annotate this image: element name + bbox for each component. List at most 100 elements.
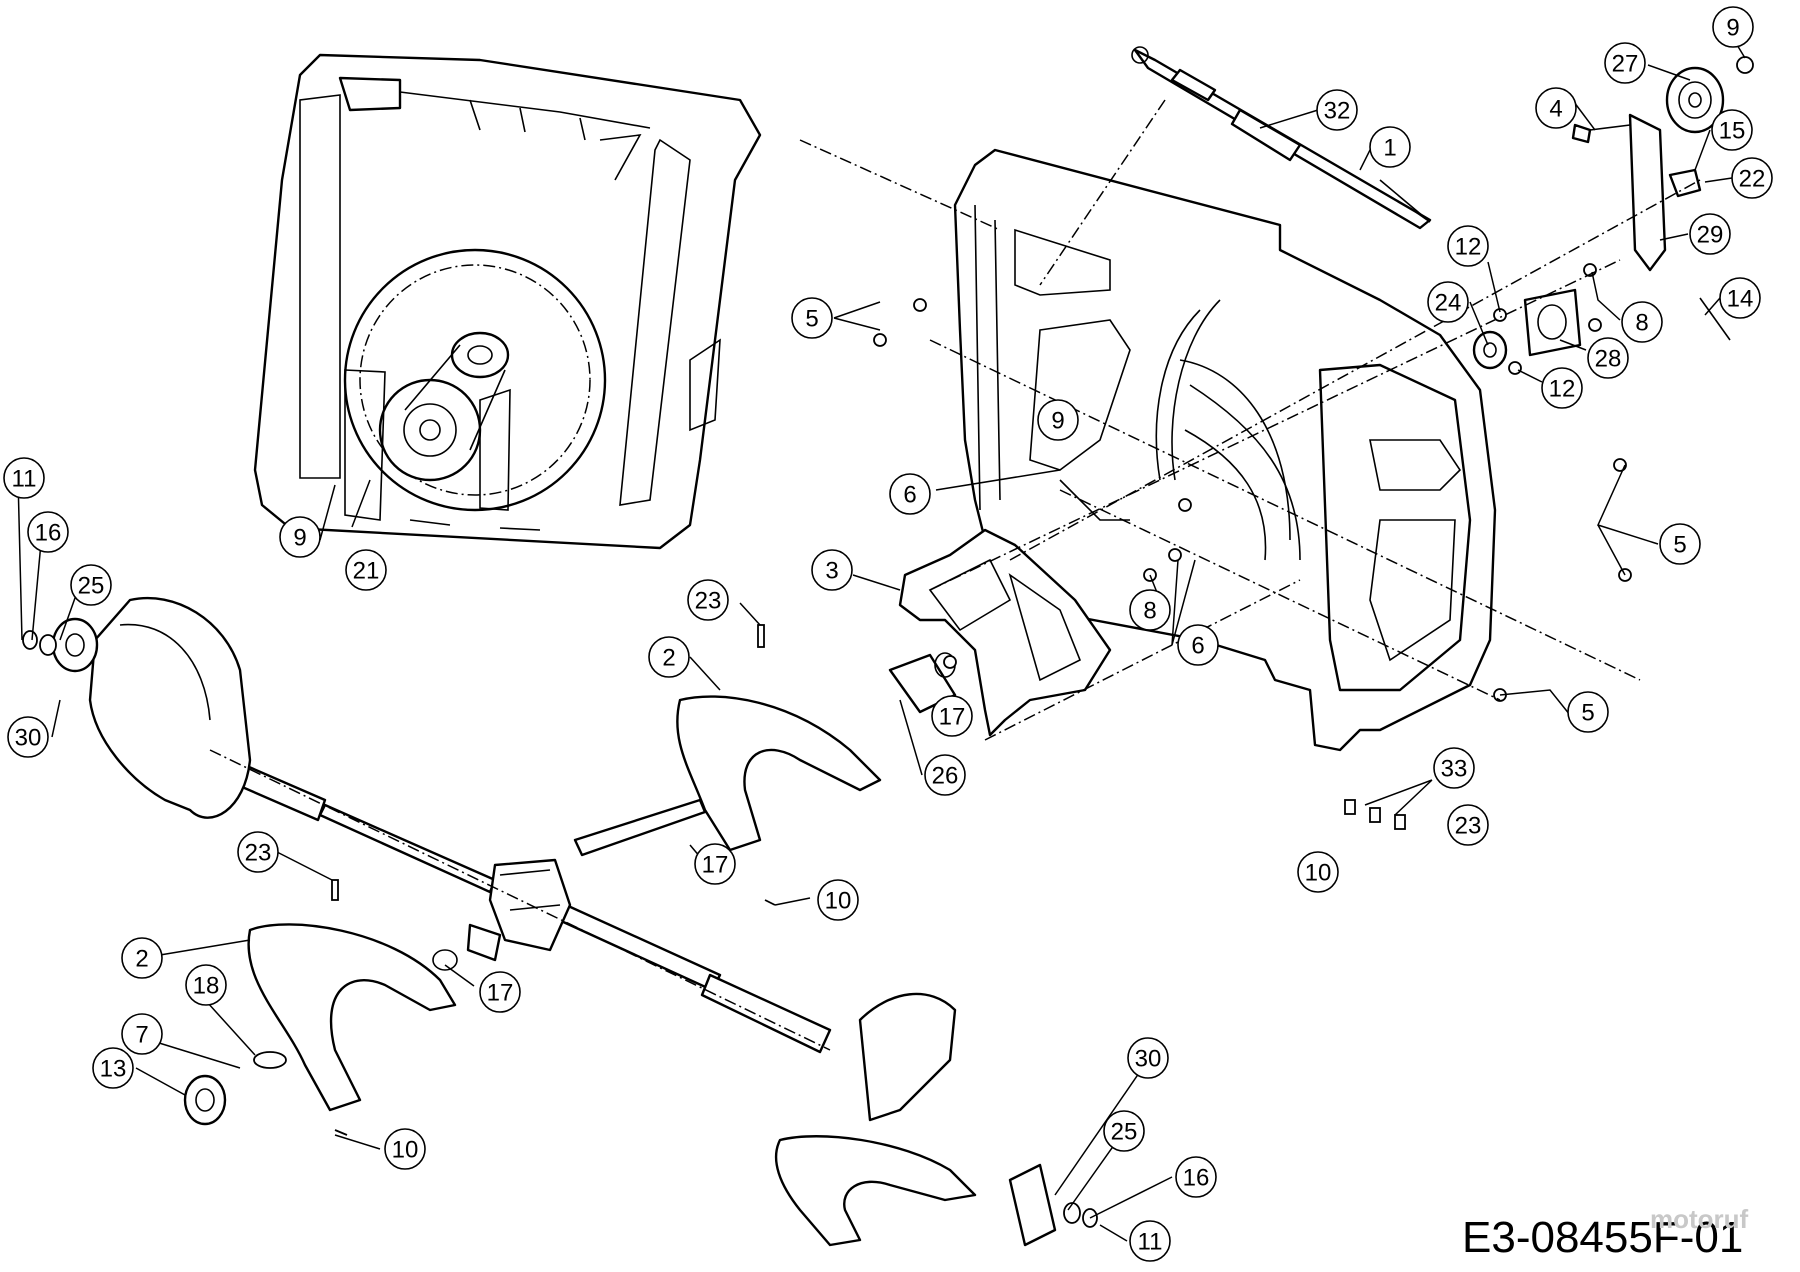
callout-c12b: 12: [1541, 367, 1583, 409]
callout-c3: 3: [811, 549, 853, 591]
callout-number: 14: [1727, 286, 1754, 313]
callout-circle: [1297, 851, 1339, 893]
callout-c25b: 25: [1103, 1110, 1145, 1152]
callout-number: 5: [1581, 700, 1594, 727]
callout-circle: [1127, 1037, 1169, 1079]
callout-number: 25: [78, 573, 105, 600]
pulley-bracket: [1472, 56, 1754, 375]
callout-circle: [185, 964, 227, 1006]
callout-c23b: 23: [237, 831, 279, 873]
callout-number: 12: [1549, 376, 1576, 403]
callout-circle: [345, 549, 387, 591]
callout-circle: [7, 716, 49, 758]
callout-circle: [1037, 399, 1079, 441]
centerlines: [209, 99, 1701, 1051]
callout-circle: [1621, 301, 1663, 343]
callout-circle: [3, 457, 45, 499]
callout-circle: [1712, 6, 1754, 48]
callout-c8a: 8: [1621, 301, 1663, 343]
impeller-assembly: [888, 528, 1112, 737]
callout-number: 6: [1191, 633, 1204, 660]
callout-number: 3: [825, 558, 838, 585]
callout-c29: 29: [1689, 213, 1731, 255]
callout-number: 16: [1183, 1165, 1210, 1192]
callout-c2b: 2: [121, 937, 163, 979]
callout-number: 17: [487, 980, 514, 1007]
callout-number: 11: [1138, 1229, 1163, 1256]
rear-housing-assembly: [253, 53, 762, 550]
callout-number: 23: [1455, 813, 1482, 840]
callout-circle: [1129, 589, 1171, 631]
callout-circle: [279, 516, 321, 558]
callout-c9c: 9: [279, 516, 321, 558]
callout-circle: [121, 1013, 163, 1055]
callout-c33: 33: [1433, 747, 1475, 789]
callout-c25a: 25: [70, 564, 112, 606]
callout-number: 11: [12, 466, 37, 493]
callout-number: 9: [1051, 408, 1064, 435]
callout-c11a: 11: [3, 457, 45, 499]
callout-c9a: 9: [1712, 6, 1754, 48]
callout-number: 28: [1595, 346, 1622, 373]
callout-number: 8: [1143, 598, 1156, 625]
callout-c32: 32: [1316, 89, 1358, 131]
callout-number: 17: [939, 704, 966, 731]
callout-c5a: 5: [791, 297, 833, 339]
callout-circle: [92, 1047, 134, 1089]
callout-number: 13: [100, 1056, 127, 1083]
callout-circle: [1731, 157, 1773, 199]
callout-c7: 7: [121, 1013, 163, 1055]
callout-number: 29: [1697, 222, 1724, 249]
callout-number: 24: [1435, 290, 1462, 317]
callout-circle: [27, 511, 69, 553]
chute-crank-shaft: [1131, 46, 1432, 230]
callout-number: 5: [805, 306, 818, 333]
callout-c5c: 5: [1567, 691, 1609, 733]
callout-circle: [817, 879, 859, 921]
callout-c1: 1: [1369, 126, 1411, 168]
callout-c23c: 23: [1447, 804, 1489, 846]
callout-c23a: 23: [687, 579, 729, 621]
callout-circle: [1541, 367, 1583, 409]
callout-circle: [1427, 281, 1469, 323]
callout-circle: [70, 564, 112, 606]
callout-c8b: 8: [1129, 589, 1171, 631]
callout-number: 2: [135, 946, 148, 973]
callout-number: 16: [35, 520, 62, 547]
watermark: motoruf: [1650, 1204, 1749, 1234]
auger-flights: [22, 596, 1098, 1247]
callout-circle: [889, 473, 931, 515]
callout-circle: [1175, 1156, 1217, 1198]
callout-number: 26: [932, 763, 959, 790]
callout-c13: 13: [92, 1047, 134, 1089]
callout-circle: [1447, 804, 1489, 846]
callout-number: 17: [702, 852, 729, 879]
callout-number: 15: [1719, 118, 1746, 145]
callout-number: 18: [193, 973, 220, 1000]
callout-number: 8: [1635, 310, 1648, 337]
callout-number: 10: [825, 888, 852, 915]
callout-number: 12: [1455, 234, 1482, 261]
callout-c10b: 10: [1297, 851, 1339, 893]
callout-number: 6: [903, 482, 916, 509]
callout-circle: [1316, 89, 1358, 131]
callout-number: 2: [662, 645, 675, 672]
callout-circle: [648, 636, 690, 678]
callout-circle: [694, 843, 736, 885]
callout-circle: [924, 754, 966, 796]
callout-c26: 26: [924, 754, 966, 796]
callout-c17a: 17: [931, 695, 973, 737]
callout-circle: [687, 579, 729, 621]
callout-number: 22: [1739, 166, 1766, 193]
callout-number: 30: [15, 725, 42, 752]
callout-c16a: 16: [27, 511, 69, 553]
callout-number: 10: [392, 1137, 419, 1164]
callout-c6a: 6: [889, 473, 931, 515]
callout-circle: [1129, 1220, 1171, 1262]
drawing-code: E3-08455F-01: [1462, 1213, 1743, 1262]
callout-number: 23: [695, 588, 722, 615]
callout-number: 23: [245, 840, 272, 867]
callout-circle: [791, 297, 833, 339]
